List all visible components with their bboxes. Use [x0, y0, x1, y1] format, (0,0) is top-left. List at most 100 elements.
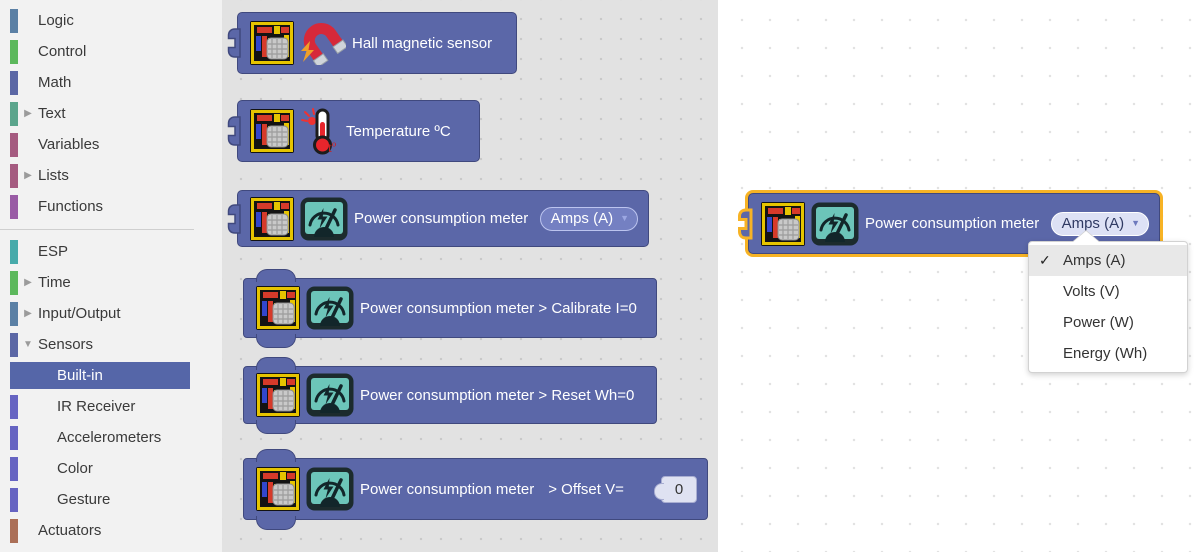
- offset-value-field[interactable]: 0: [654, 475, 697, 503]
- block-label: Power consumption meter: [360, 480, 535, 498]
- sidebar-item-label: Actuators: [38, 522, 102, 539]
- sidebar-item-accelerometers[interactable]: Accelerometers: [0, 422, 222, 453]
- menu-item-power-w[interactable]: Power (W): [1029, 307, 1187, 338]
- output-connector: [227, 116, 241, 146]
- sidebar-item-sensors[interactable]: ▼ Sensors: [0, 329, 222, 360]
- menu-item-label: Amps (A): [1063, 252, 1126, 269]
- unit-dropdown[interactable]: Amps (A) ▼: [539, 206, 638, 231]
- sidebar-item-lists[interactable]: ▶Lists: [0, 160, 222, 191]
- sidebar-item-label: Math: [38, 74, 72, 91]
- esp-board-icon: [250, 197, 294, 241]
- menu-item-label: Power (W): [1063, 314, 1134, 331]
- output-connector: [227, 203, 241, 234]
- category-color-bar: [10, 163, 18, 188]
- category-color-bar: [10, 487, 18, 512]
- block-label: Power consumption meter > Calibrate I=0: [360, 299, 637, 317]
- menu-caret: [1073, 231, 1099, 242]
- unit-dropdown-menu: ✓ Amps (A) Volts (V) Power (W) Energy (Wh): [1028, 231, 1188, 373]
- menu-item-amps-a[interactable]: ✓ Amps (A): [1029, 245, 1187, 276]
- menu-item-label: Energy (Wh): [1063, 345, 1148, 362]
- unit-dropdown-open[interactable]: Amps (A) ▼: [1050, 211, 1149, 236]
- sidebar-item-label: Input/Output: [38, 305, 121, 322]
- power-meter-icon: [306, 467, 354, 511]
- sidebar-item-built-in[interactable]: Built-in: [0, 360, 222, 391]
- next-connector: [256, 516, 296, 530]
- sidebar-item-gesture[interactable]: Gesture: [0, 484, 222, 515]
- output-connector: [738, 208, 753, 239]
- category-color-bar: [10, 456, 18, 481]
- selected-power-meter-block[interactable]: Power consumption meter Amps (A) ▼: [738, 193, 1160, 254]
- category-color-bar: [10, 8, 18, 33]
- sidebar-item-esp[interactable]: ESP: [0, 236, 222, 267]
- checkmark-icon: ✓: [1039, 252, 1051, 268]
- unit-dropdown-value: Amps (A): [1061, 214, 1125, 232]
- menu-item-energy-wh[interactable]: Energy (Wh): [1029, 338, 1187, 369]
- sidebar-item-label: ESP: [38, 243, 69, 260]
- sidebar-item-time[interactable]: ▶ Time: [0, 267, 222, 298]
- sidebar-item-label: Built-in: [57, 367, 103, 384]
- chevron-right-icon: ▶: [24, 277, 32, 288]
- block-power-meter-reset[interactable]: Power consumption meter > Reset Wh=0: [243, 357, 657, 434]
- block-power-meter[interactable]: Power consumption meter Amps (A) ▼: [227, 190, 649, 247]
- category-color-bar: [10, 239, 18, 264]
- sidebar-item-color[interactable]: Color: [0, 453, 222, 484]
- power-meter-icon: [300, 197, 348, 241]
- esp-board-icon: [761, 202, 805, 246]
- magnet-icon: [300, 21, 346, 65]
- sidebar-item-label: Variables: [38, 136, 100, 153]
- chevron-down-icon: ▼: [23, 339, 33, 350]
- dropdown-arrow-icon: ▼: [1131, 217, 1140, 228]
- sidebar-item-label: Functions: [38, 198, 104, 215]
- menu-item-volts-v[interactable]: Volts (V): [1029, 276, 1187, 307]
- block-temperature[interactable]: Temperature ºC: [227, 100, 480, 162]
- sidebar-item-functions[interactable]: Functions: [0, 191, 222, 222]
- block-label: Temperature ºC: [346, 122, 451, 140]
- sidebar-item-label: Gesture: [57, 491, 111, 508]
- block-label: Hall magnetic sensor: [352, 34, 493, 52]
- category-color-bar: [10, 332, 18, 357]
- sidebar-item-label: Time: [38, 274, 71, 291]
- sidebar-item-label: Color: [57, 460, 93, 477]
- sidebar-item-variables[interactable]: Variables: [0, 129, 222, 160]
- power-meter-icon: [306, 286, 354, 330]
- block-power-meter-calibrate[interactable]: Power consumption meter > Calibrate I=0: [243, 269, 657, 348]
- esp-board-icon: [256, 373, 300, 417]
- power-meter-icon: [306, 373, 354, 417]
- category-color-bar: [10, 518, 18, 543]
- sidebar-item-math[interactable]: Math: [0, 67, 222, 98]
- next-connector: [256, 334, 296, 348]
- sidebar-item-label: Sensors: [38, 336, 94, 353]
- sidebar-item-label: Text: [38, 105, 66, 122]
- block-label-offset: > Offset V=: [548, 480, 624, 498]
- esp-board-icon: [250, 21, 294, 65]
- sidebar-item-actuators[interactable]: Actuators: [0, 515, 222, 546]
- workspace[interactable]: Power consumption meter Amps (A) ▼ ✓ Amps…: [718, 0, 1198, 552]
- sidebar-item-logic[interactable]: Logic: [0, 5, 222, 36]
- thermometer-icon: [300, 107, 340, 155]
- category-color-bar: [10, 363, 18, 388]
- sidebar-item-label: IR Receiver: [57, 398, 136, 415]
- next-connector: [256, 420, 296, 434]
- flyout: Hall magnetic sensor Temperature ºC Powe…: [222, 0, 718, 552]
- block-power-meter-offset[interactable]: Power consumption meter > Offset V= 0: [243, 449, 708, 530]
- unit-dropdown-value: Amps (A): [550, 209, 614, 227]
- block-label: Power consumption meter: [865, 215, 1040, 232]
- category-color-bar: [10, 39, 18, 64]
- dropdown-arrow-icon: ▼: [620, 212, 629, 223]
- block-hall-magnetic-sensor[interactable]: Hall magnetic sensor: [227, 12, 517, 74]
- block-label: Power consumption meter > Reset Wh=0: [360, 386, 635, 404]
- previous-connector: [256, 269, 296, 282]
- sidebar-item-control[interactable]: Control: [0, 36, 222, 67]
- chevron-right-icon: ▶: [24, 108, 32, 119]
- sidebar-item-text[interactable]: ▶ Text: [0, 98, 222, 129]
- sidebar-item-label: Lists: [38, 167, 69, 184]
- sidebar-item-input-output[interactable]: ▶Input/Output: [0, 298, 222, 329]
- previous-connector: [256, 449, 296, 462]
- power-meter-icon: [811, 202, 859, 246]
- sidebar-item-ir-receiver[interactable]: IR Receiver: [0, 391, 222, 422]
- category-color-bar: [10, 270, 18, 295]
- block-label: Power consumption meter: [354, 210, 529, 227]
- output-connector: [227, 28, 241, 58]
